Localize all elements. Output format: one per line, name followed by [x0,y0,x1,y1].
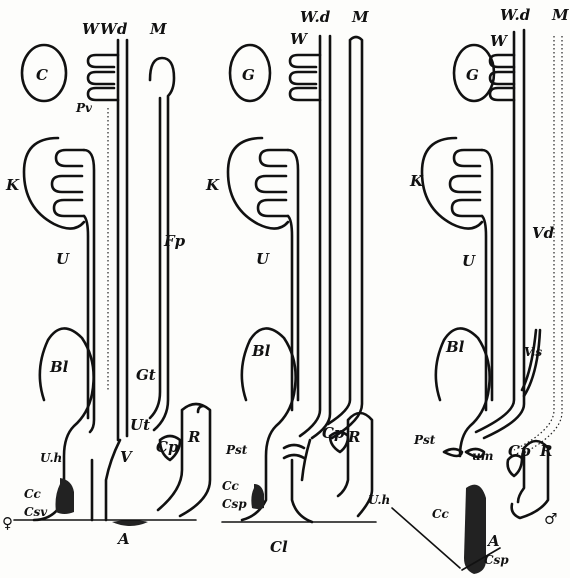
middle-sinus [292,440,312,522]
left-kidney-tubules [52,150,84,216]
label-right-wd: W.d [500,6,531,24]
label-right-w: W [490,32,509,50]
label-mid-wd: W.d [300,8,331,26]
label-mid-r: R [347,428,360,446]
label-mid-cp: Cp [322,424,345,442]
label-mid-u: U [256,250,270,268]
label-k: K [5,176,20,194]
label-cc: Cc [24,487,42,501]
right-kidney-tubules [450,150,482,216]
left-sinus [92,440,120,520]
middle-kidney-tubules [256,150,288,216]
middle-wolffian-duct [300,36,330,438]
label-right-a: A [486,532,500,550]
label-wd: Wd [100,20,128,38]
label-c: C [36,66,48,84]
label-right-csp: Csp [484,553,509,567]
label-mid-g: G [242,66,255,84]
left-rectum [158,404,210,516]
label-right-vd: Vd [532,224,555,242]
middle-mullerian-duct [328,37,362,438]
label-right-r: R [539,442,552,460]
label-mid-w: W [290,30,309,48]
label-cp: Cp [156,438,179,456]
label-right-cp: Cp [508,442,531,460]
left-wolffian-tubules [88,55,118,100]
label-m: M [149,20,167,38]
label-mid-cc: Cc [222,479,240,493]
label-female: ♀ [2,514,13,532]
label-mid-csp: Csp [222,497,247,511]
label-a: A [116,530,130,548]
label-gt: Gt [136,366,156,384]
right-mullerian-dots [514,36,562,456]
label-mid-pst: Pst [225,443,248,457]
middle-corpus-shade [251,484,264,509]
label-right-uh: U.h [368,493,390,507]
label-mid-cl: Cl [270,538,288,556]
label-mid-m: M [351,8,369,26]
label-right-um: um [472,449,493,463]
middle-wolffian-tubules [290,55,320,100]
label-csv: Csv [24,505,48,519]
label-right-vs: V.s [524,345,542,359]
left-corpus-shade [56,478,75,514]
label-right-m: M [551,6,569,24]
label-u: U [56,250,70,268]
label-w: W [82,20,101,38]
label-r: R [187,428,200,446]
label-right-pst: Pst [413,433,436,447]
label-right-bl: Bl [445,338,465,356]
label-right-u: U [462,252,476,270]
right-figure [392,30,562,574]
right-vas-deferens [476,30,524,438]
right-penis-shade [464,485,486,574]
left-wolffian-duct [118,40,127,440]
label-uh: U.h' [40,451,66,465]
label-right-g: G [466,66,479,84]
label-v: V [120,448,133,466]
label-mid-k: K [205,176,220,194]
label-right-k: K [409,172,424,190]
label-fp: Fp [163,232,186,250]
label-right-cc: Cc [432,507,450,521]
label-ut: Ut [130,416,150,434]
label-pv: Pv [75,101,93,115]
left-anus-shade [112,520,148,526]
label-bl: Bl [49,358,69,376]
middle-pst-loops [284,445,304,458]
label-male: ♂ [544,510,557,528]
label-mid-bl: Bl [251,342,271,360]
